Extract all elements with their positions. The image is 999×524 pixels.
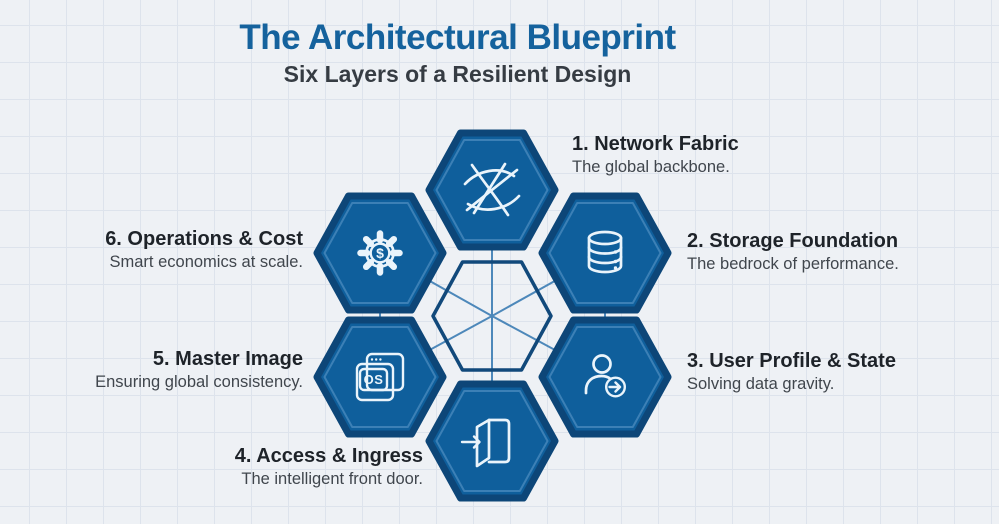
- hexagon-master-image: OS: [313, 316, 447, 438]
- label-operations-cost: 6. Operations & Cost Smart economics at …: [105, 228, 303, 272]
- page-title: The Architectural Blueprint: [239, 18, 676, 57]
- layer-heading: 6. Operations & Cost: [105, 228, 303, 250]
- layer-description: The global backbone.: [572, 158, 730, 176]
- center-hexagon-outline: [431, 260, 553, 372]
- layer-heading: 3. User Profile & State: [687, 350, 896, 372]
- hexagon-highlight: [548, 326, 662, 428]
- hexagon-highlight: [435, 390, 549, 492]
- center-hexagon: [431, 260, 553, 372]
- layer-heading: 2. Storage Foundation: [687, 230, 899, 252]
- layer-description: The intelligent front door.: [241, 470, 423, 488]
- hexagon-highlight: [435, 139, 549, 241]
- hexagon-operations-cost: $: [313, 192, 447, 314]
- os-text: OS: [364, 372, 384, 387]
- layer-heading: 4. Access & Ingress: [234, 445, 423, 467]
- hexagon-highlight: [548, 202, 662, 304]
- layer-heading: 5. Master Image: [152, 348, 303, 370]
- page-subtitle: Six Layers of a Resilient Design: [283, 61, 632, 88]
- layer-description: Smart economics at scale.: [109, 253, 304, 271]
- label-user-profile-state: 3. User Profile & State Solving data gra…: [687, 350, 896, 394]
- layer-heading: 1. Network Fabric: [572, 133, 739, 155]
- hexagon-shape: [313, 192, 447, 314]
- hexagon-highlight: [323, 326, 437, 428]
- hexagon-highlight: [323, 202, 437, 304]
- gear-dollar-icon: $: [357, 230, 403, 276]
- hexagon-shape: [313, 316, 447, 438]
- label-access-ingress: 4. Access & Ingress The intelligent fron…: [235, 445, 423, 489]
- door-ingress-icon: [460, 418, 511, 468]
- label-master-image: 5. Master Image Ensuring global consiste…: [95, 348, 303, 392]
- layer-description: The bedrock of performance.: [687, 255, 899, 273]
- layer-description: Ensuring global consistency.: [95, 373, 303, 391]
- page-header: The Architectural Blueprint Six Layers o…: [0, 18, 915, 88]
- hexagon-access-ingress: [425, 380, 559, 502]
- database-icon: [587, 230, 623, 274]
- user-profile-arrow-icon: [584, 354, 627, 398]
- hexagon-network-fabric: [425, 129, 559, 251]
- label-storage-foundation: 2. Storage Foundation The bedrock of per…: [687, 230, 899, 274]
- dollar-text: $: [376, 245, 384, 261]
- hexagon-storage-foundation: [538, 192, 672, 314]
- os-window-icon: OS: [355, 352, 405, 402]
- hexagon-shape: [425, 380, 559, 502]
- layer-description: Solving data gravity.: [687, 375, 835, 393]
- network-fabric-icon: [463, 162, 521, 217]
- hexagon-user-profile-state: [538, 316, 672, 438]
- label-network-fabric: 1. Network Fabric The global backbone.: [572, 133, 739, 177]
